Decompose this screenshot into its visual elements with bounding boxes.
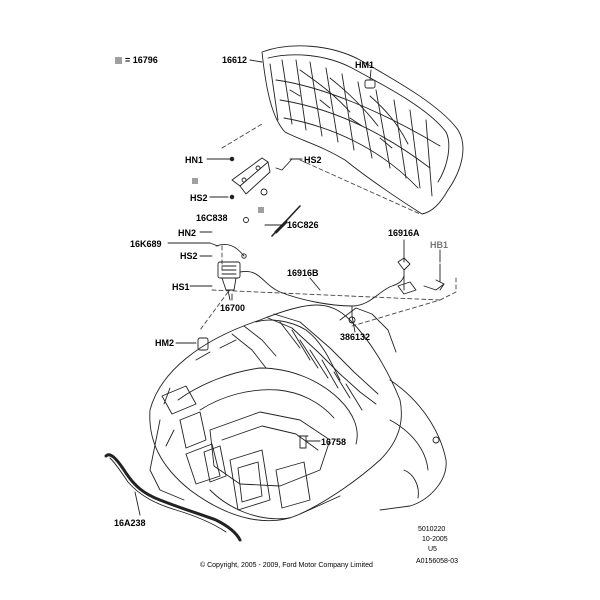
callout-16700: 16700 (220, 303, 246, 313)
hinge-bracket (229, 156, 293, 200)
copyright: © Copyright, 2005 - 2009, Ford Motor Com… (200, 562, 373, 569)
callout-16612: 16612 (222, 55, 248, 65)
highlight-marker (258, 207, 264, 213)
callout-386132: 386132 (340, 332, 371, 342)
callout-hm1: HM1 (355, 60, 375, 70)
callout-hs1: HS1 (172, 282, 190, 292)
code-1: 5010220 (418, 526, 446, 533)
hood-latch (217, 261, 241, 301)
callout-16c826: 16C826 (287, 220, 319, 230)
grille-molding (104, 453, 242, 542)
code-2: 10-2005 (422, 536, 448, 543)
release-cable (239, 270, 405, 307)
code-4: A0156058-03 (416, 558, 459, 565)
highlight-marker (192, 178, 198, 184)
callout-hs2-left: HS2 (190, 193, 208, 203)
legend-swatch (115, 57, 122, 64)
callout-16758: 16758 (321, 437, 347, 447)
callout-hn2: HN2 (178, 228, 197, 238)
callout-16a238: 16A238 (114, 518, 146, 528)
code-3: U5 (428, 546, 437, 553)
callout-hs2-lower: HS2 (180, 251, 198, 261)
callout-16c838: 16C838 (196, 213, 228, 223)
hood-panel (261, 45, 464, 215)
callout-hn1: HN1 (185, 155, 204, 165)
legend-text: = 16796 (125, 55, 158, 65)
callout-hs2-top: HS2 (304, 155, 322, 165)
callout-16916a: 16916A (388, 228, 420, 238)
callout-16916b: 16916B (287, 268, 319, 278)
callout-hm2: HM2 (155, 338, 175, 348)
engine-bay (149, 304, 447, 522)
callout-16k689: 16K689 (130, 239, 162, 249)
callout-hb1: HB1 (430, 240, 449, 250)
